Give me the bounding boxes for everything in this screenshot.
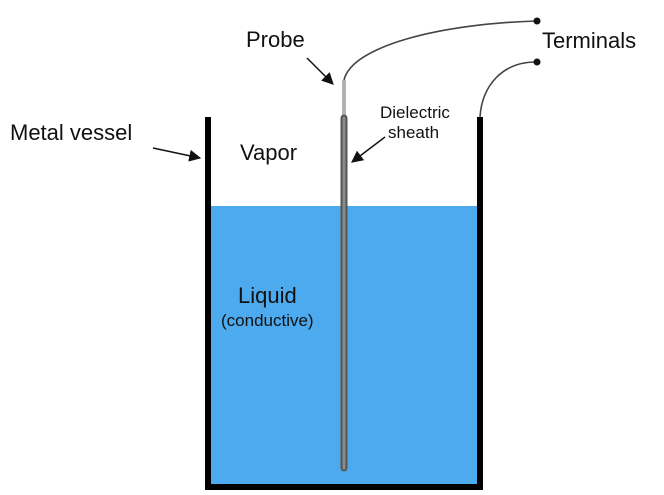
liquid-note-label: (conductive) [221, 311, 314, 330]
dielectric-label-line2: sheath [388, 123, 439, 142]
metal-vessel-label: Metal vessel [10, 120, 132, 145]
dielectric-label-line1: Dielectric [380, 103, 450, 122]
terminals-label: Terminals [542, 28, 636, 53]
vapor-label: Vapor [240, 140, 297, 165]
probe-label: Probe [246, 27, 305, 52]
terminal-dot-vessel [533, 58, 541, 66]
vessel-wire [479, 61, 537, 118]
probe-wire [343, 20, 537, 81]
metal-vessel-arrow [152, 147, 202, 162]
metal-vessel [205, 117, 483, 490]
terminal-dot-probe [533, 17, 541, 25]
liquid-label: Liquid [238, 283, 297, 308]
probe-arrow [306, 57, 334, 85]
dielectric-sheath-arrow [351, 136, 386, 163]
